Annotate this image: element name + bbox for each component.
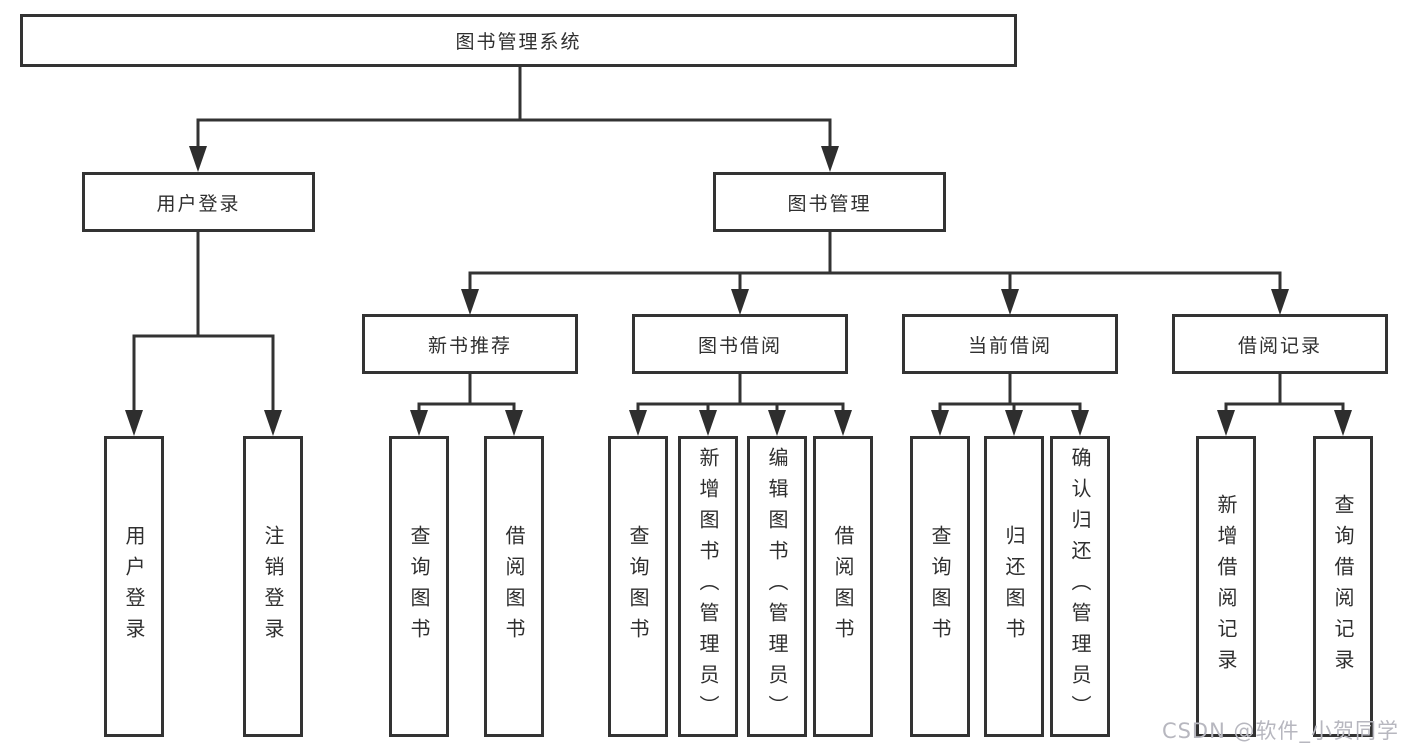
leaf-user-login: 用户登录 — [104, 436, 164, 737]
node-label: 当前借阅 — [967, 334, 1052, 357]
node-book-borrowing: 图书借阅 — [632, 314, 848, 374]
node-label: 查询图书 — [928, 524, 952, 649]
leaf-borrow-books-borrowing: 借阅图书 — [813, 436, 873, 737]
arrow-down-icon — [1071, 410, 1089, 436]
leaf-query-books-current: 查询图书 — [910, 436, 970, 737]
node-current-borrowing: 当前借阅 — [902, 314, 1118, 374]
node-label: 编辑图书（管理员） — [765, 447, 789, 726]
leaf-confirm-return-admin: 确认归还（管理员） — [1050, 436, 1110, 737]
node-user-login: 用户登录 — [82, 172, 315, 232]
leaf-return-books: 归还图书 — [984, 436, 1044, 737]
arrow-down-icon — [821, 146, 839, 172]
leaf-borrow-books-recommend: 借阅图书 — [484, 436, 544, 737]
node-label: 新增借阅记录 — [1214, 493, 1238, 680]
arrow-down-icon — [834, 410, 852, 436]
arrow-down-icon — [931, 410, 949, 436]
node-label: 图书借阅 — [697, 334, 782, 357]
leaf-query-borrow-record: 查询借阅记录 — [1313, 436, 1373, 737]
node-label: 借阅图书 — [831, 524, 855, 649]
leaf-query-books-borrowing: 查询图书 — [608, 436, 668, 737]
node-label: 用户登录 — [122, 524, 146, 649]
arrow-down-icon — [699, 410, 717, 436]
node-label: 图书管理 — [787, 192, 872, 215]
node-label: 注销登录 — [261, 524, 285, 649]
node-label: 查询图书 — [626, 524, 650, 649]
arrow-down-icon — [629, 410, 647, 436]
node-label: 确认归还（管理员） — [1068, 447, 1092, 726]
arrow-down-icon — [125, 410, 143, 436]
node-label: 归还图书 — [1002, 524, 1026, 649]
arrow-down-icon — [1001, 289, 1019, 315]
node-label: 新增图书（管理员） — [696, 447, 720, 726]
arrow-down-icon — [264, 410, 282, 436]
node-book-management: 图书管理 — [713, 172, 946, 232]
csdn-watermark: CSDN @软件_小贺同学 — [1161, 719, 1399, 743]
arrow-down-icon — [410, 410, 428, 436]
node-label: 用户登录 — [156, 192, 241, 215]
node-borrowing-records: 借阅记录 — [1172, 314, 1388, 374]
node-library-management-system: 图书管理系统 — [20, 14, 1017, 67]
arrow-down-icon — [1005, 410, 1023, 436]
arrow-down-icon — [768, 410, 786, 436]
node-label: 图书管理系统 — [455, 31, 582, 53]
node-new-book-recommend: 新书推荐 — [362, 314, 578, 374]
arrow-down-icon — [189, 146, 207, 172]
node-label: 借阅图书 — [502, 524, 526, 649]
node-label: 查询图书 — [407, 524, 431, 649]
arrow-down-icon — [505, 410, 523, 436]
arrowhead-icons — [125, 146, 1352, 436]
node-label: 借阅记录 — [1237, 334, 1322, 357]
arrow-down-icon — [1271, 289, 1289, 315]
leaf-add-borrow-record: 新增借阅记录 — [1196, 436, 1256, 737]
node-label: 查询借阅记录 — [1331, 493, 1355, 680]
node-label: 新书推荐 — [427, 334, 512, 357]
leaf-edit-books-admin: 编辑图书（管理员） — [747, 436, 807, 737]
arrow-down-icon — [731, 289, 749, 315]
tree-edges — [132, 67, 1345, 411]
arrow-down-icon — [1217, 410, 1235, 436]
leaf-logout: 注销登录 — [243, 436, 303, 737]
leaf-query-books-recommend: 查询图书 — [389, 436, 449, 737]
arrow-down-icon — [1334, 410, 1352, 436]
leaf-add-books-admin: 新增图书（管理员） — [678, 436, 738, 737]
arrow-down-icon — [461, 289, 479, 315]
